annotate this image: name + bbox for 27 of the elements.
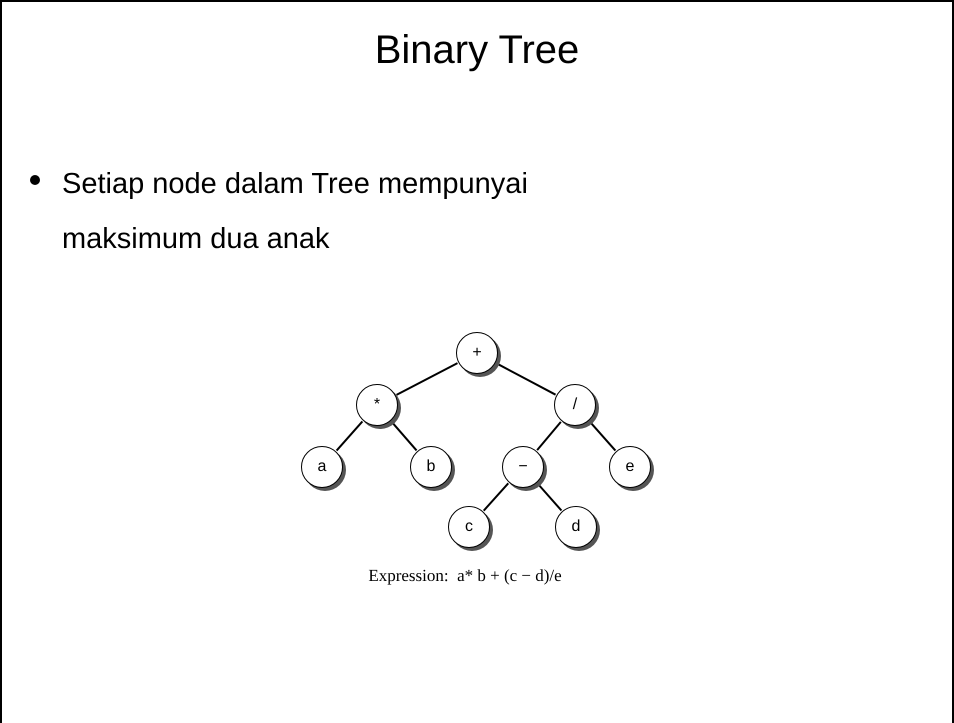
tree-edge-line: [588, 420, 616, 452]
tree-node-circle: [301, 446, 343, 488]
tree-edge-line: [536, 421, 562, 451]
tree-edge-line: [336, 420, 364, 452]
tree-node-circle: [554, 384, 596, 426]
node-label: −: [518, 459, 528, 475]
tree-node-circle: [410, 446, 452, 488]
tree-node-circle: [609, 446, 651, 488]
node-label: /: [572, 397, 578, 413]
slide-title: Binary Tree: [374, 28, 580, 73]
tree-edge-line: [482, 482, 510, 512]
node-label: a: [318, 459, 326, 475]
tree-edge-line: [536, 482, 562, 512]
tree-node-circle: [356, 384, 398, 426]
tree-node-circle: [456, 332, 498, 374]
tree-node-circle: [448, 506, 490, 548]
tree-node-circle: [502, 446, 544, 488]
tree-node-circle: [555, 506, 597, 548]
node-label: e: [626, 459, 634, 475]
expression-caption: Expression: a* b + (c − d)/e: [367, 566, 563, 586]
node-label: d: [572, 519, 580, 535]
tree-edge-line: [396, 362, 458, 396]
bullet-text: Setiap node dalam Tree mempunyai maksimum dua anak: [62, 167, 529, 257]
node-label: b: [426, 459, 436, 475]
node-label: c: [465, 519, 473, 535]
node-label: +: [472, 345, 482, 361]
node-label: *: [374, 397, 380, 413]
